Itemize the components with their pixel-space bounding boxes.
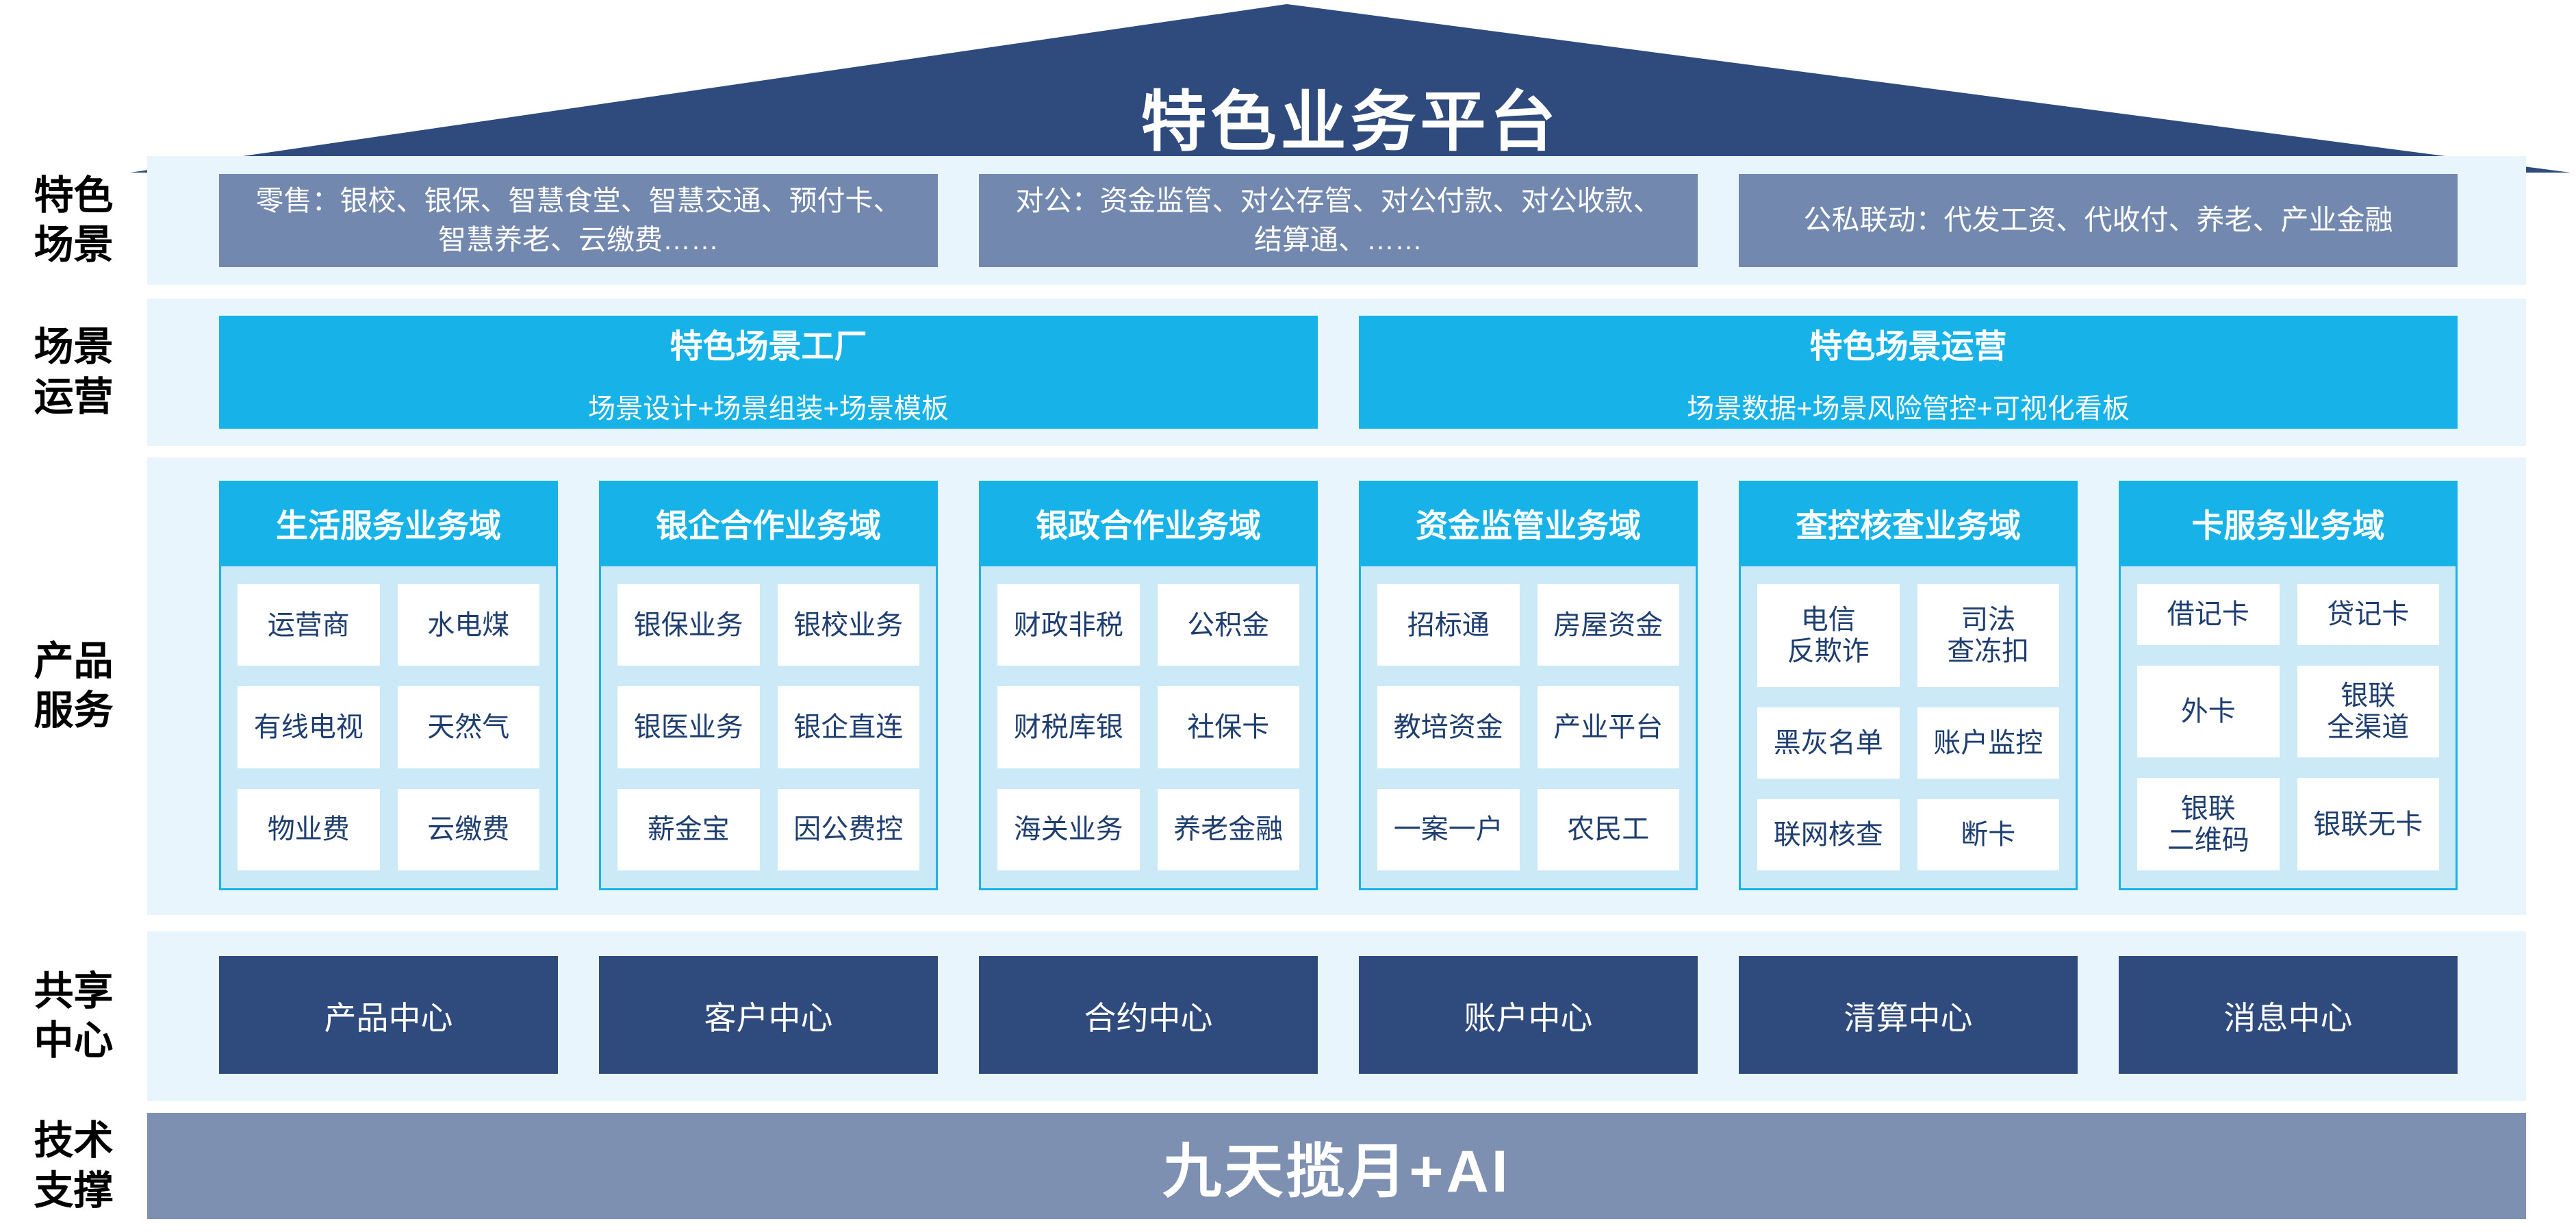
product-cell: 海关业务	[997, 788, 1140, 870]
shared-center-account: 账户中心	[1359, 956, 1698, 1074]
scene-box-retail: 零售：银校、银保、智慧食堂、智慧交通、预付卡、智慧养老、云缴费……	[219, 174, 938, 267]
product-cell: 账户监控	[1917, 707, 2059, 779]
operation-box-factory: 特色场景工厂 场景设计+场景组装+场景模板	[219, 316, 1318, 429]
tech-support-bar: 九天揽月+AI	[147, 1113, 2526, 1219]
shared-center-product: 产品中心	[219, 956, 558, 1074]
product-column-body: 运营商 水电煤 有线电视 天然气 物业费 云缴费	[219, 564, 558, 890]
shared-center-customer: 客户中心	[599, 956, 938, 1074]
product-cell: 因公费控	[777, 788, 919, 870]
product-cell: 银医业务	[617, 686, 760, 768]
product-cell: 物业费	[238, 788, 380, 870]
shared-center-clearing: 清算中心	[1739, 956, 2078, 1074]
product-cell: 云缴费	[397, 788, 539, 870]
product-column-life-services: 生活服务业务域 运营商 水电煤 有线电视 天然气 物业费 云缴费	[219, 481, 558, 890]
product-column-header: 银政合作业务域	[979, 481, 1318, 564]
operation-box-operation: 特色场景运营 场景数据+场景风险管控+可视化看板	[1359, 316, 2458, 429]
platform-title: 特色业务平台	[1140, 86, 1560, 159]
row-label-shared: 共享 中心	[34, 968, 114, 1064]
product-column-body: 财政非税 公积金 财税库银 社保卡 海关业务 养老金融	[979, 564, 1318, 890]
tech-bar-title: 九天揽月+AI	[1162, 1139, 1511, 1205]
product-cell: 招标通	[1377, 584, 1520, 666]
product-column-body: 借记卡 贷记卡 外卡 银联 全渠道 银联 二维码 银联无卡	[2119, 564, 2458, 890]
product-column-header: 银企合作业务域	[599, 481, 938, 564]
products-band: 生活服务业务域 运营商 水电煤 有线电视 天然气 物业费 云缴费 银企合作业务域…	[147, 457, 2526, 915]
row-label-operation: 场景 运营	[34, 325, 114, 419]
product-column-body: 电信 反欺诈 司法 查冻扣 黑灰名单 账户监控 联网核查 断卡	[1739, 564, 2078, 890]
product-cell: 运营商	[238, 584, 380, 666]
scene-band: 零售：银校、银保、智慧食堂、智慧交通、预付卡、智慧养老、云缴费…… 对公：资金监…	[147, 156, 2526, 285]
row-label-scene: 特色 场景	[34, 173, 114, 268]
product-cell: 养老金融	[1157, 788, 1299, 870]
product-cell: 产业平台	[1537, 686, 1679, 768]
product-cell: 一案一户	[1377, 788, 1520, 870]
product-cell: 房屋资金	[1537, 584, 1679, 666]
product-column-header: 生活服务业务域	[219, 481, 558, 564]
product-cell: 银联 二维码	[2137, 778, 2280, 870]
product-column-header: 卡服务业务域	[2119, 481, 2458, 564]
product-cell: 联网核查	[1757, 799, 1900, 870]
product-column-card-services: 卡服务业务域 借记卡 贷记卡 外卡 银联 全渠道 银联 二维码 银联无卡	[2119, 481, 2458, 890]
product-cell: 断卡	[1917, 799, 2059, 870]
operation-box-title: 特色场景运营	[1809, 328, 2007, 365]
operation-box-subtitle: 场景数据+场景风险管控+可视化看板	[1687, 393, 2130, 424]
product-cell: 银企直连	[777, 686, 919, 768]
product-cell: 财政非税	[997, 584, 1140, 666]
product-cell: 司法 查冻扣	[1917, 584, 2059, 687]
product-cell: 银校业务	[777, 584, 919, 666]
product-cell: 有线电视	[238, 686, 380, 768]
product-cell: 电信 反欺诈	[1757, 584, 1900, 687]
product-cell: 外卡	[2137, 665, 2280, 758]
product-cell: 银保业务	[617, 584, 760, 666]
product-column-fund-supervision: 资金监管业务域 招标通 房屋资金 教培资金 产业平台 一案一户 农民工	[1359, 481, 1698, 890]
product-cell: 社保卡	[1157, 686, 1299, 768]
product-column-inquiry-control: 查控核查业务域 电信 反欺诈 司法 查冻扣 黑灰名单 账户监控 联网核查 断卡	[1739, 481, 2078, 890]
product-column-body: 招标通 房屋资金 教培资金 产业平台 一案一户 农民工	[1359, 564, 1698, 890]
product-cell: 天然气	[397, 686, 539, 768]
product-cell: 教培资金	[1377, 686, 1520, 768]
product-column-header: 查控核查业务域	[1739, 481, 2078, 564]
scene-box-public-private: 公私联动：代发工资、代收付、养老、产业金融	[1739, 174, 2458, 267]
product-cell: 借记卡	[2137, 584, 2280, 645]
product-cell: 水电煤	[397, 584, 539, 666]
operation-box-title: 特色场景工厂	[669, 328, 867, 365]
operation-band: 特色场景工厂 场景设计+场景组装+场景模板 特色场景运营 场景数据+场景风险管控…	[147, 299, 2526, 446]
product-column-header: 资金监管业务域	[1359, 481, 1698, 564]
operation-box-subtitle: 场景设计+场景组装+场景模板	[588, 393, 949, 424]
product-cell: 银联 全渠道	[2297, 665, 2439, 758]
product-cell: 银联无卡	[2297, 778, 2439, 870]
scene-box-corporate: 对公：资金监管、对公存管、对公付款、对公收款、结算通、……	[979, 174, 1698, 267]
roof-shape: 特色业务平台	[130, 4, 2571, 173]
row-label-products: 产品 服务	[34, 638, 114, 733]
product-column-body: 银保业务 银校业务 银医业务 银企直连 薪金宝 因公费控	[599, 564, 938, 890]
shared-center-contract: 合约中心	[979, 956, 1318, 1074]
row-label-tech: 技术 支撑	[34, 1118, 114, 1213]
product-cell: 财税库银	[997, 686, 1140, 768]
shared-band: 产品中心 客户中心 合约中心 账户中心 清算中心 消息中心	[147, 931, 2526, 1101]
product-cell: 黑灰名单	[1757, 707, 1900, 779]
product-cell: 薪金宝	[617, 788, 760, 870]
shared-center-message: 消息中心	[2119, 956, 2458, 1074]
product-cell: 贷记卡	[2297, 584, 2439, 645]
product-cell: 公积金	[1157, 584, 1299, 666]
product-column-bank-government: 银政合作业务域 财政非税 公积金 财税库银 社保卡 海关业务 养老金融	[979, 481, 1318, 890]
product-cell: 农民工	[1537, 788, 1679, 870]
product-column-bank-enterprise: 银企合作业务域 银保业务 银校业务 银医业务 银企直连 薪金宝 因公费控	[599, 481, 938, 890]
